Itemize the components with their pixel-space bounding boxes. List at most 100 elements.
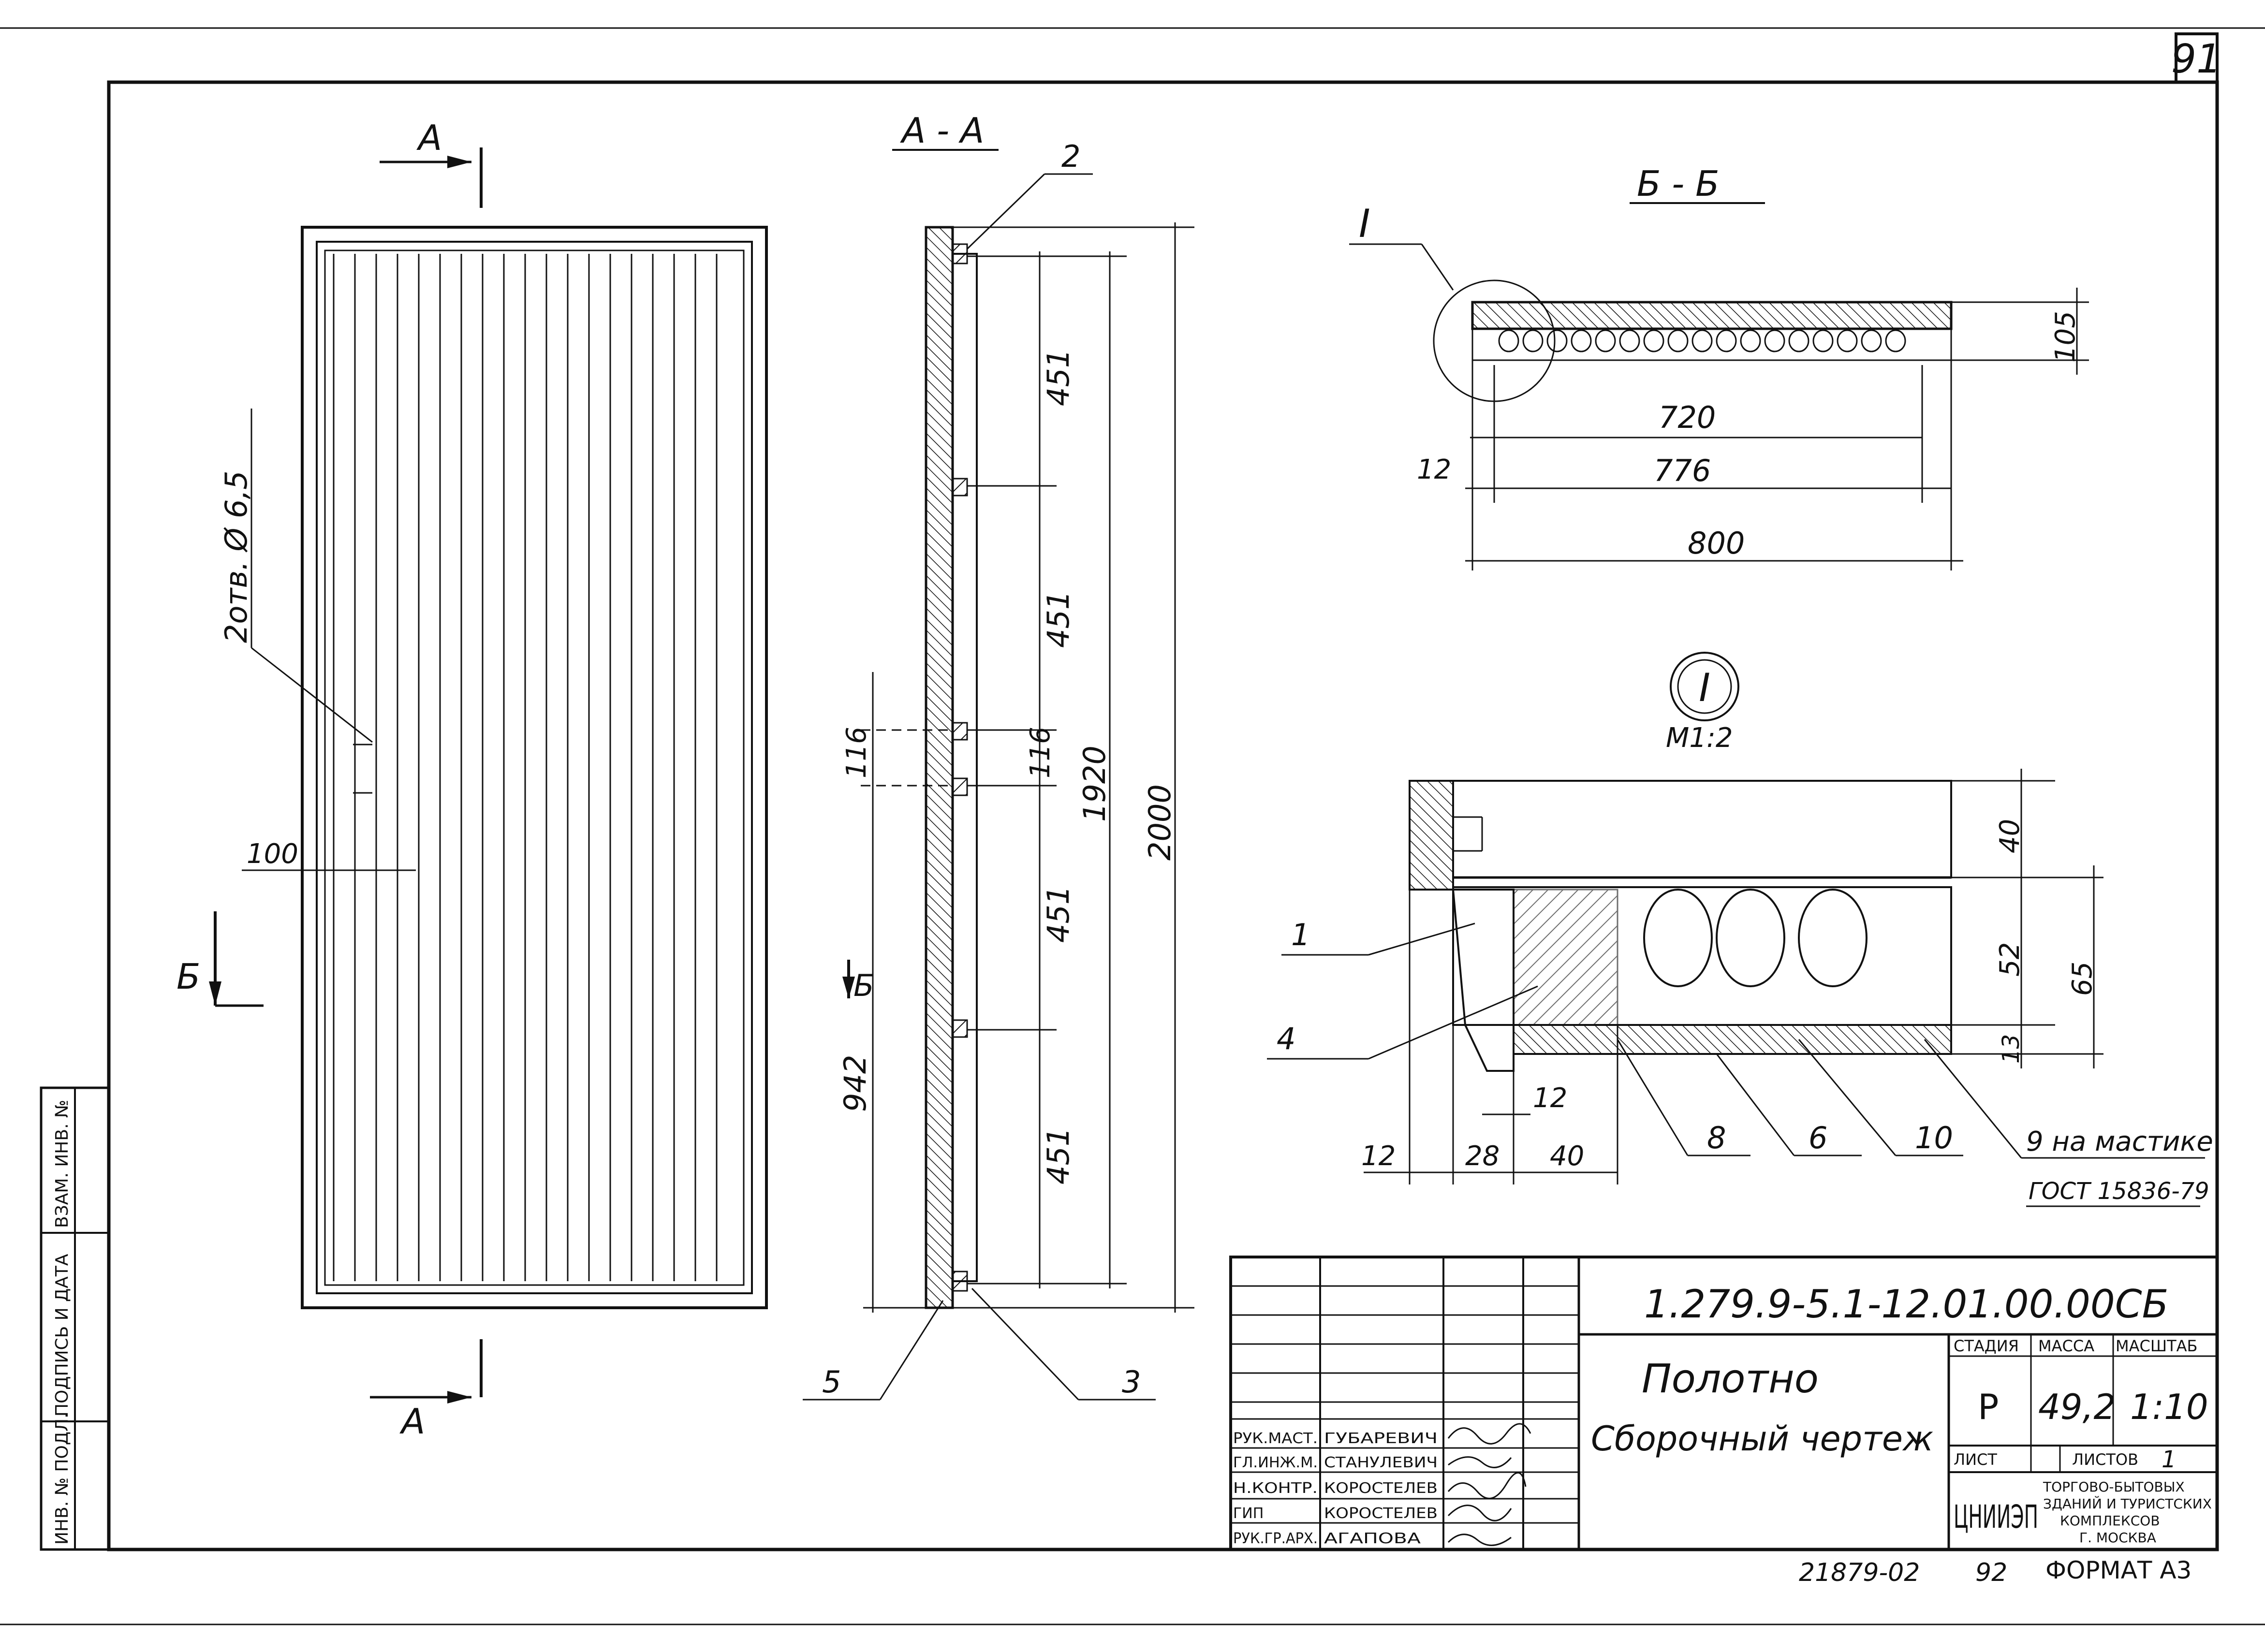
sheets-count: 1 <box>2162 1446 2177 1473</box>
front-view: А А Б 2отв. Ø 6,5 100 <box>176 117 768 1442</box>
sheet-label: ЛИСТ <box>1954 1450 1997 1469</box>
page-number-box: 91 <box>2171 32 2221 84</box>
bb-coils <box>1498 329 1906 352</box>
dim-28: 28 <box>1465 1140 1500 1172</box>
front-slats <box>333 254 718 1281</box>
title-sub: Сборочный чертеж <box>1591 1419 1933 1459</box>
coil-loop <box>1812 329 1834 352</box>
section-bb-title: Б - Б <box>1637 163 1720 204</box>
gost-ref: ГОСТ 15836-79 <box>2029 1178 2209 1205</box>
coil-loop <box>1764 329 1785 352</box>
coil-loop <box>1667 329 1689 352</box>
coil-loop <box>1571 329 1592 352</box>
coil-loop <box>1619 329 1640 352</box>
dim-776: 776 <box>1654 453 1711 488</box>
sig-name-5: АГАПОВА <box>1324 1530 1421 1547</box>
section-aa: А - А 451 451 116 116 451 451 1920 2000 <box>803 110 1194 1401</box>
coil-loop <box>1522 329 1544 352</box>
hole-note: 2отв. Ø 6,5 <box>219 470 254 643</box>
callout-2: 2 <box>1061 139 1080 174</box>
org-line-3: КОМПЛЕКСОВ <box>2060 1513 2160 1529</box>
coil-loop <box>1716 329 1737 352</box>
bottom-sheet-number: 92 <box>1975 1558 2007 1587</box>
svg-text:ВЗАМ. ИНВ. №: ВЗАМ. ИНВ. № <box>52 1100 72 1228</box>
coil-loop <box>1498 329 1519 352</box>
sig-name-4: КОРОСТЕЛЕВ <box>1324 1505 1438 1522</box>
sheet-format: ФОРМАТ А3 <box>2045 1556 2191 1584</box>
org-line-2: ЗДАНИЙ И ТУРИСТСКИХ <box>2043 1495 2212 1512</box>
dim-12: 12 <box>1417 454 1451 485</box>
cut-label-b: Б <box>176 956 200 997</box>
coil-loop <box>1691 329 1713 352</box>
callout-1: 1 <box>1291 917 1310 952</box>
mass-label: МАССА <box>2038 1337 2094 1355</box>
dim-116-left: 116 <box>841 727 872 778</box>
section-bb: Б - Б I 105 720 12 776 800 <box>1349 163 2089 570</box>
callout-10: 10 <box>1915 1120 1953 1155</box>
scale-label: МАСШТАБ <box>2116 1337 2197 1355</box>
detail-ref-bb: I <box>1359 201 1370 246</box>
title-main: Полотно <box>1642 1356 1819 1402</box>
coil-loop <box>1740 329 1761 352</box>
sig-name-1: ГУБАРЕВИЧ <box>1324 1430 1438 1447</box>
sig-role-3: Н.КОНТР. <box>1233 1480 1318 1497</box>
signature-rows: РУК.МАСТ. ГУБАРЕВИЧ ГЛ.ИНЖ.М. СТАНУЛЕВИЧ… <box>1233 1423 1531 1547</box>
coil-loop <box>1788 329 1809 352</box>
detail-scale: М1:2 <box>1666 722 1733 754</box>
dim-2000: 2000 <box>1142 784 1177 861</box>
sig-role-4: ГИП <box>1233 1505 1264 1522</box>
dim-13: 13 <box>1998 1034 2025 1064</box>
sig-name-3: КОРОСТЕЛЕВ <box>1324 1480 1438 1497</box>
page-number: 91 <box>2171 36 2221 82</box>
svg-text:ПОДПИСЬ И ДАТА: ПОДПИСЬ И ДАТА <box>52 1254 72 1417</box>
dim-1920: 1920 <box>1077 746 1112 822</box>
dim-800: 800 <box>1688 526 1745 561</box>
coil-loop <box>1885 329 1906 352</box>
callout-5: 5 <box>822 1364 841 1400</box>
callout-8: 8 <box>1707 1120 1726 1155</box>
dim-100: 100 <box>247 838 298 870</box>
org-line-4: Г. МОСКВА <box>2079 1530 2156 1546</box>
detail-i: I М1:2 40 52 65 13 12 12 28 <box>1267 652 2213 1207</box>
sig-name-2: СТАНУЛЕВИЧ <box>1324 1454 1438 1471</box>
callout-3: 3 <box>1122 1364 1141 1400</box>
callout-4: 4 <box>1277 1021 1295 1056</box>
dim-52: 52 <box>1994 942 2026 977</box>
sig-role-5: РУК.ГР.АРХ. <box>1233 1530 1318 1547</box>
dim-65: 65 <box>2067 962 2098 996</box>
archive-number: 21879-02 <box>1799 1558 1920 1587</box>
dim-105: 105 <box>2050 311 2081 363</box>
callout-6: 6 <box>1809 1120 1827 1155</box>
sheet-frame <box>107 80 2219 1551</box>
cut-label-a-bottom: А <box>399 1401 425 1442</box>
coil-loop <box>1643 329 1664 352</box>
dim-451-1: 451 <box>1041 349 1076 406</box>
stage-value: Р <box>1978 1387 1999 1427</box>
sig-role-2: ГЛ.ИНЖ.М. <box>1233 1454 1318 1471</box>
dim-12-inner: 12 <box>1533 1082 1567 1114</box>
side-stamp: ИНВ. № ПОДЛ. ПОДПИСЬ И ДАТА ВЗАМ. ИНВ. № <box>40 1086 110 1551</box>
coil-loop <box>1595 329 1616 352</box>
svg-text:ИНВ. № ПОДЛ.: ИНВ. № ПОДЛ. <box>52 1413 72 1545</box>
cut-label-a-top: А <box>416 117 442 158</box>
dim-451-3: 451 <box>1041 886 1076 943</box>
dim-942: 942 <box>838 1055 873 1112</box>
dim-451-2: 451 <box>1041 591 1076 648</box>
sheets-label: ЛИСТОВ <box>2072 1450 2138 1469</box>
dim-12-outer: 12 <box>1361 1140 1396 1172</box>
note-mastic: 9 на мастике <box>2026 1126 2213 1157</box>
dim-451-4: 451 <box>1041 1127 1076 1184</box>
stage-label: СТАДИЯ <box>1954 1337 2019 1355</box>
dim-116-right: 116 <box>1025 727 1056 778</box>
drawing-code: 1.279.9-5.1-12.01.00.00СБ <box>1644 1282 2169 1327</box>
sig-role-1: РУК.МАСТ. <box>1233 1430 1318 1447</box>
dim-40-top: 40 <box>1994 819 2026 853</box>
coil-loop <box>1546 329 1568 352</box>
detail-label: I <box>1699 665 1710 710</box>
section-aa-title: А - А <box>900 110 984 151</box>
mass-value: 49,2 <box>2038 1387 2116 1427</box>
coil-loop <box>1861 329 1882 352</box>
org-logo: ЦНИИЭП <box>1954 1498 2038 1535</box>
coil-loop <box>1837 329 1858 352</box>
